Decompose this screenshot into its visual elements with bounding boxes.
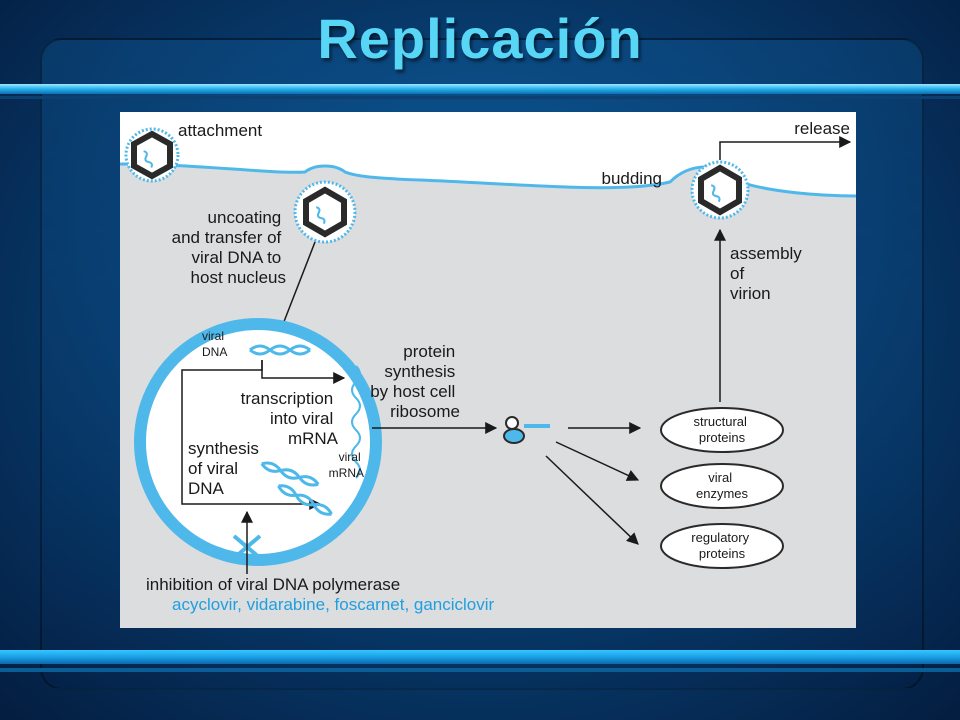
svg-text:viral enzymes: viral enzymes (696, 470, 749, 501)
label-protein-synthesis: protein synthesis by host cell ribosome (370, 342, 460, 421)
label-transcription: transcription into viral mRNA (241, 389, 339, 448)
label-drugs: acyclovir, vidarabine, foscarnet, gancic… (172, 595, 495, 614)
new-dna-helix (260, 461, 333, 516)
ribosome-icon (503, 416, 550, 444)
slide-title: Replicación (317, 7, 643, 70)
label-uncoating: uncoating and transfer of viral DNA to h… (172, 208, 286, 287)
arrow-to-enzymes (555, 441, 640, 481)
label-budding: budding (601, 169, 662, 188)
extracellular-space (120, 112, 856, 196)
label-inhibition: inhibition of viral DNA polymerase (146, 575, 400, 594)
label-viral-dna: viral DNA (202, 329, 227, 359)
label-dna-synthesis: synthesis of viral DNA (188, 439, 264, 498)
bottom-accent-line (0, 668, 960, 672)
replication-diagram: attachment uncoating and transfer of vir… (120, 112, 856, 628)
svg-text:structural proteins: structural proteins (693, 414, 750, 445)
bottom-accent-bar (0, 650, 960, 664)
virus-budding (690, 160, 750, 220)
top-accent-line (0, 96, 960, 99)
svg-text:regulatory proteins: regulatory proteins (691, 530, 752, 561)
top-accent-bar (0, 84, 960, 94)
viral-mrna-strand (351, 365, 361, 479)
viral-dna-helix (249, 344, 311, 356)
virus-attachment (124, 127, 180, 183)
oval-viral-enzymes: viral enzymes (660, 463, 784, 509)
label-assembly: assembly of virion (730, 244, 807, 303)
oval-regulatory-proteins: regulatory proteins (660, 523, 784, 569)
label-attachment: attachment (178, 121, 262, 140)
label-release: release (794, 119, 850, 138)
virus-uncoating (293, 180, 357, 244)
arrow-to-regulatory (545, 455, 639, 545)
oval-structural-proteins: structural proteins (660, 407, 784, 453)
arrow-release (719, 136, 852, 160)
label-viral-mrna: viral mRNA (329, 450, 364, 480)
arrow-dna-synthesis (181, 360, 322, 510)
